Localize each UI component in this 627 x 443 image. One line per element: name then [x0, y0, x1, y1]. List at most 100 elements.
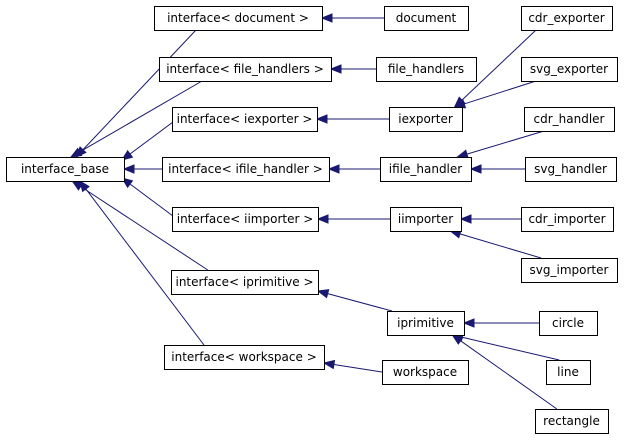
class-node-box [162, 157, 330, 182]
class-node-cdr-importer: cdr_importer [521, 207, 614, 232]
class-node-label: cdr_exporter [528, 11, 604, 25]
class-node-label: rectangle [543, 414, 600, 428]
class-node-iimporter: iimporter [390, 207, 462, 232]
inheritance-edge-file-handlers-to-if-file-handlers [329, 64, 376, 74]
class-node-if-iprimitive: interface< iprimitive > [171, 270, 319, 295]
class-node-box [525, 157, 617, 182]
class-node-box [6, 157, 125, 182]
class-node-label: svg_handler [534, 162, 607, 176]
class-node-if-iexporter: interface< iexporter > [172, 107, 318, 132]
class-node-label: interface_base [21, 162, 109, 176]
edge-line [85, 188, 205, 346]
class-node-interface-base: interface_base [6, 157, 125, 182]
class-node-iprimitive: iprimitive [387, 311, 465, 336]
edge-arrowhead [316, 289, 330, 299]
class-node-label: workspace [393, 365, 457, 379]
nodes-layer: interface_base interface< document > inter… [6, 6, 618, 434]
class-node-box [384, 6, 469, 31]
class-node-label: interface< iprimitive > [175, 275, 313, 289]
edge-line [466, 130, 545, 155]
class-node-label: iprimitive [397, 316, 454, 330]
inheritance-edge-circle-to-iprimitive [462, 318, 539, 328]
class-node-line: line [546, 360, 591, 385]
class-node-box [172, 107, 318, 132]
class-node-box [389, 107, 463, 132]
class-node-label: interface< document > [167, 11, 309, 25]
class-node-label: file_handlers [388, 62, 464, 76]
inheritance-edge-cdr-importer-to-iimporter [459, 214, 521, 224]
class-node-cdr-exporter: cdr_exporter [521, 6, 613, 31]
class-node-svg-importer: svg_importer [521, 258, 618, 283]
class-node-rectangle: rectangle [535, 409, 609, 434]
edge-arrowhead [462, 318, 475, 328]
edge-arrowhead [459, 214, 472, 224]
class-node-if-ifile-handler: interface< ifile_handler > [162, 157, 330, 182]
edge-line [333, 364, 383, 373]
edge-line [461, 29, 537, 101]
edge-line [459, 233, 542, 259]
class-node-box [172, 207, 319, 232]
class-node-label: cdr_handler [534, 112, 605, 126]
class-node-label: iexporter [398, 112, 453, 126]
inheritance-edge-if-ifile-handler-to-interface-base [122, 164, 162, 174]
class-node-box [171, 270, 319, 295]
class-node-if-workspace: interface< workspace > [164, 345, 325, 370]
inheritance-edge-if-iexporter-to-interface-base [120, 118, 178, 161]
class-node-svg-exporter: svg_exporter [521, 57, 618, 82]
class-node-workspace: workspace [382, 360, 469, 385]
edge-arrowhead [69, 147, 83, 158]
class-node-box [382, 360, 469, 385]
inheritance-edge-workspace-to-if-workspace [322, 359, 383, 373]
edge-line [82, 29, 197, 151]
class-node-box [521, 207, 614, 232]
class-node-label: svg_exporter [530, 62, 608, 76]
class-node-label: interface< workspace > [171, 350, 317, 364]
inheritance-edge-if-workspace-to-interface-base [78, 179, 205, 346]
edge-arrowhead [451, 334, 464, 345]
edge-arrowhead [122, 164, 135, 174]
class-node-label: interface< file_handlers > [166, 62, 324, 76]
inheritance-edge-iimporter-to-if-iimporter [316, 214, 390, 224]
edge-line [464, 80, 537, 105]
class-node-box [521, 6, 613, 31]
class-node-if-document: interface< document > [154, 6, 323, 31]
class-node-label: interface< iimporter > [177, 212, 314, 226]
edge-arrowhead [456, 149, 469, 159]
class-node-label: line [557, 365, 579, 379]
class-node-box [376, 57, 477, 82]
class-node-box [546, 360, 591, 385]
class-node-box [390, 207, 462, 232]
class-node-file-handlers: file_handlers [376, 57, 477, 82]
class-node-label: svg_importer [530, 263, 609, 277]
edge-arrowhead [322, 359, 336, 370]
inheritance-edge-svg-handler-to-ifile-handler [469, 164, 525, 174]
edge-line [80, 186, 209, 271]
class-node-svg-handler: svg_handler [525, 157, 617, 182]
class-node-box [159, 57, 332, 82]
edge-line [327, 293, 393, 312]
class-node-label: cdr_importer [528, 212, 605, 226]
class-node-label: iimporter [398, 212, 453, 226]
inheritance-edge-iprimitive-to-if-iprimitive [316, 289, 393, 312]
class-node-box [380, 157, 472, 182]
class-node-label: document [396, 11, 457, 25]
class-node-iexporter: iexporter [389, 107, 463, 132]
edge-line [129, 183, 178, 220]
inheritance-edge-ifile-handler-to-if-ifile-handler [327, 164, 380, 174]
class-node-box [539, 311, 598, 336]
edge-line [462, 336, 560, 361]
inheritance-edge-if-file-handlers-to-interface-base [69, 80, 203, 158]
class-node-box [521, 258, 618, 283]
class-node-box [535, 409, 609, 434]
class-node-box [524, 107, 615, 132]
class-node-ifile-handler: ifile_handler [380, 157, 472, 182]
class-node-if-file-handlers: interface< file_handlers > [159, 57, 332, 82]
inheritance-edge-svg-importer-to-iimporter [449, 229, 542, 259]
class-node-cdr-handler: cdr_handler [524, 107, 615, 132]
class-node-label: circle [552, 316, 584, 330]
edge-arrowhead [315, 114, 328, 124]
class-node-label: interface< ifile_handler > [168, 162, 323, 176]
inheritance-edge-svg-exporter-to-iexporter [453, 80, 537, 109]
inheritance-edge-document-to-if-document [320, 13, 384, 23]
class-node-document: document [384, 6, 469, 31]
